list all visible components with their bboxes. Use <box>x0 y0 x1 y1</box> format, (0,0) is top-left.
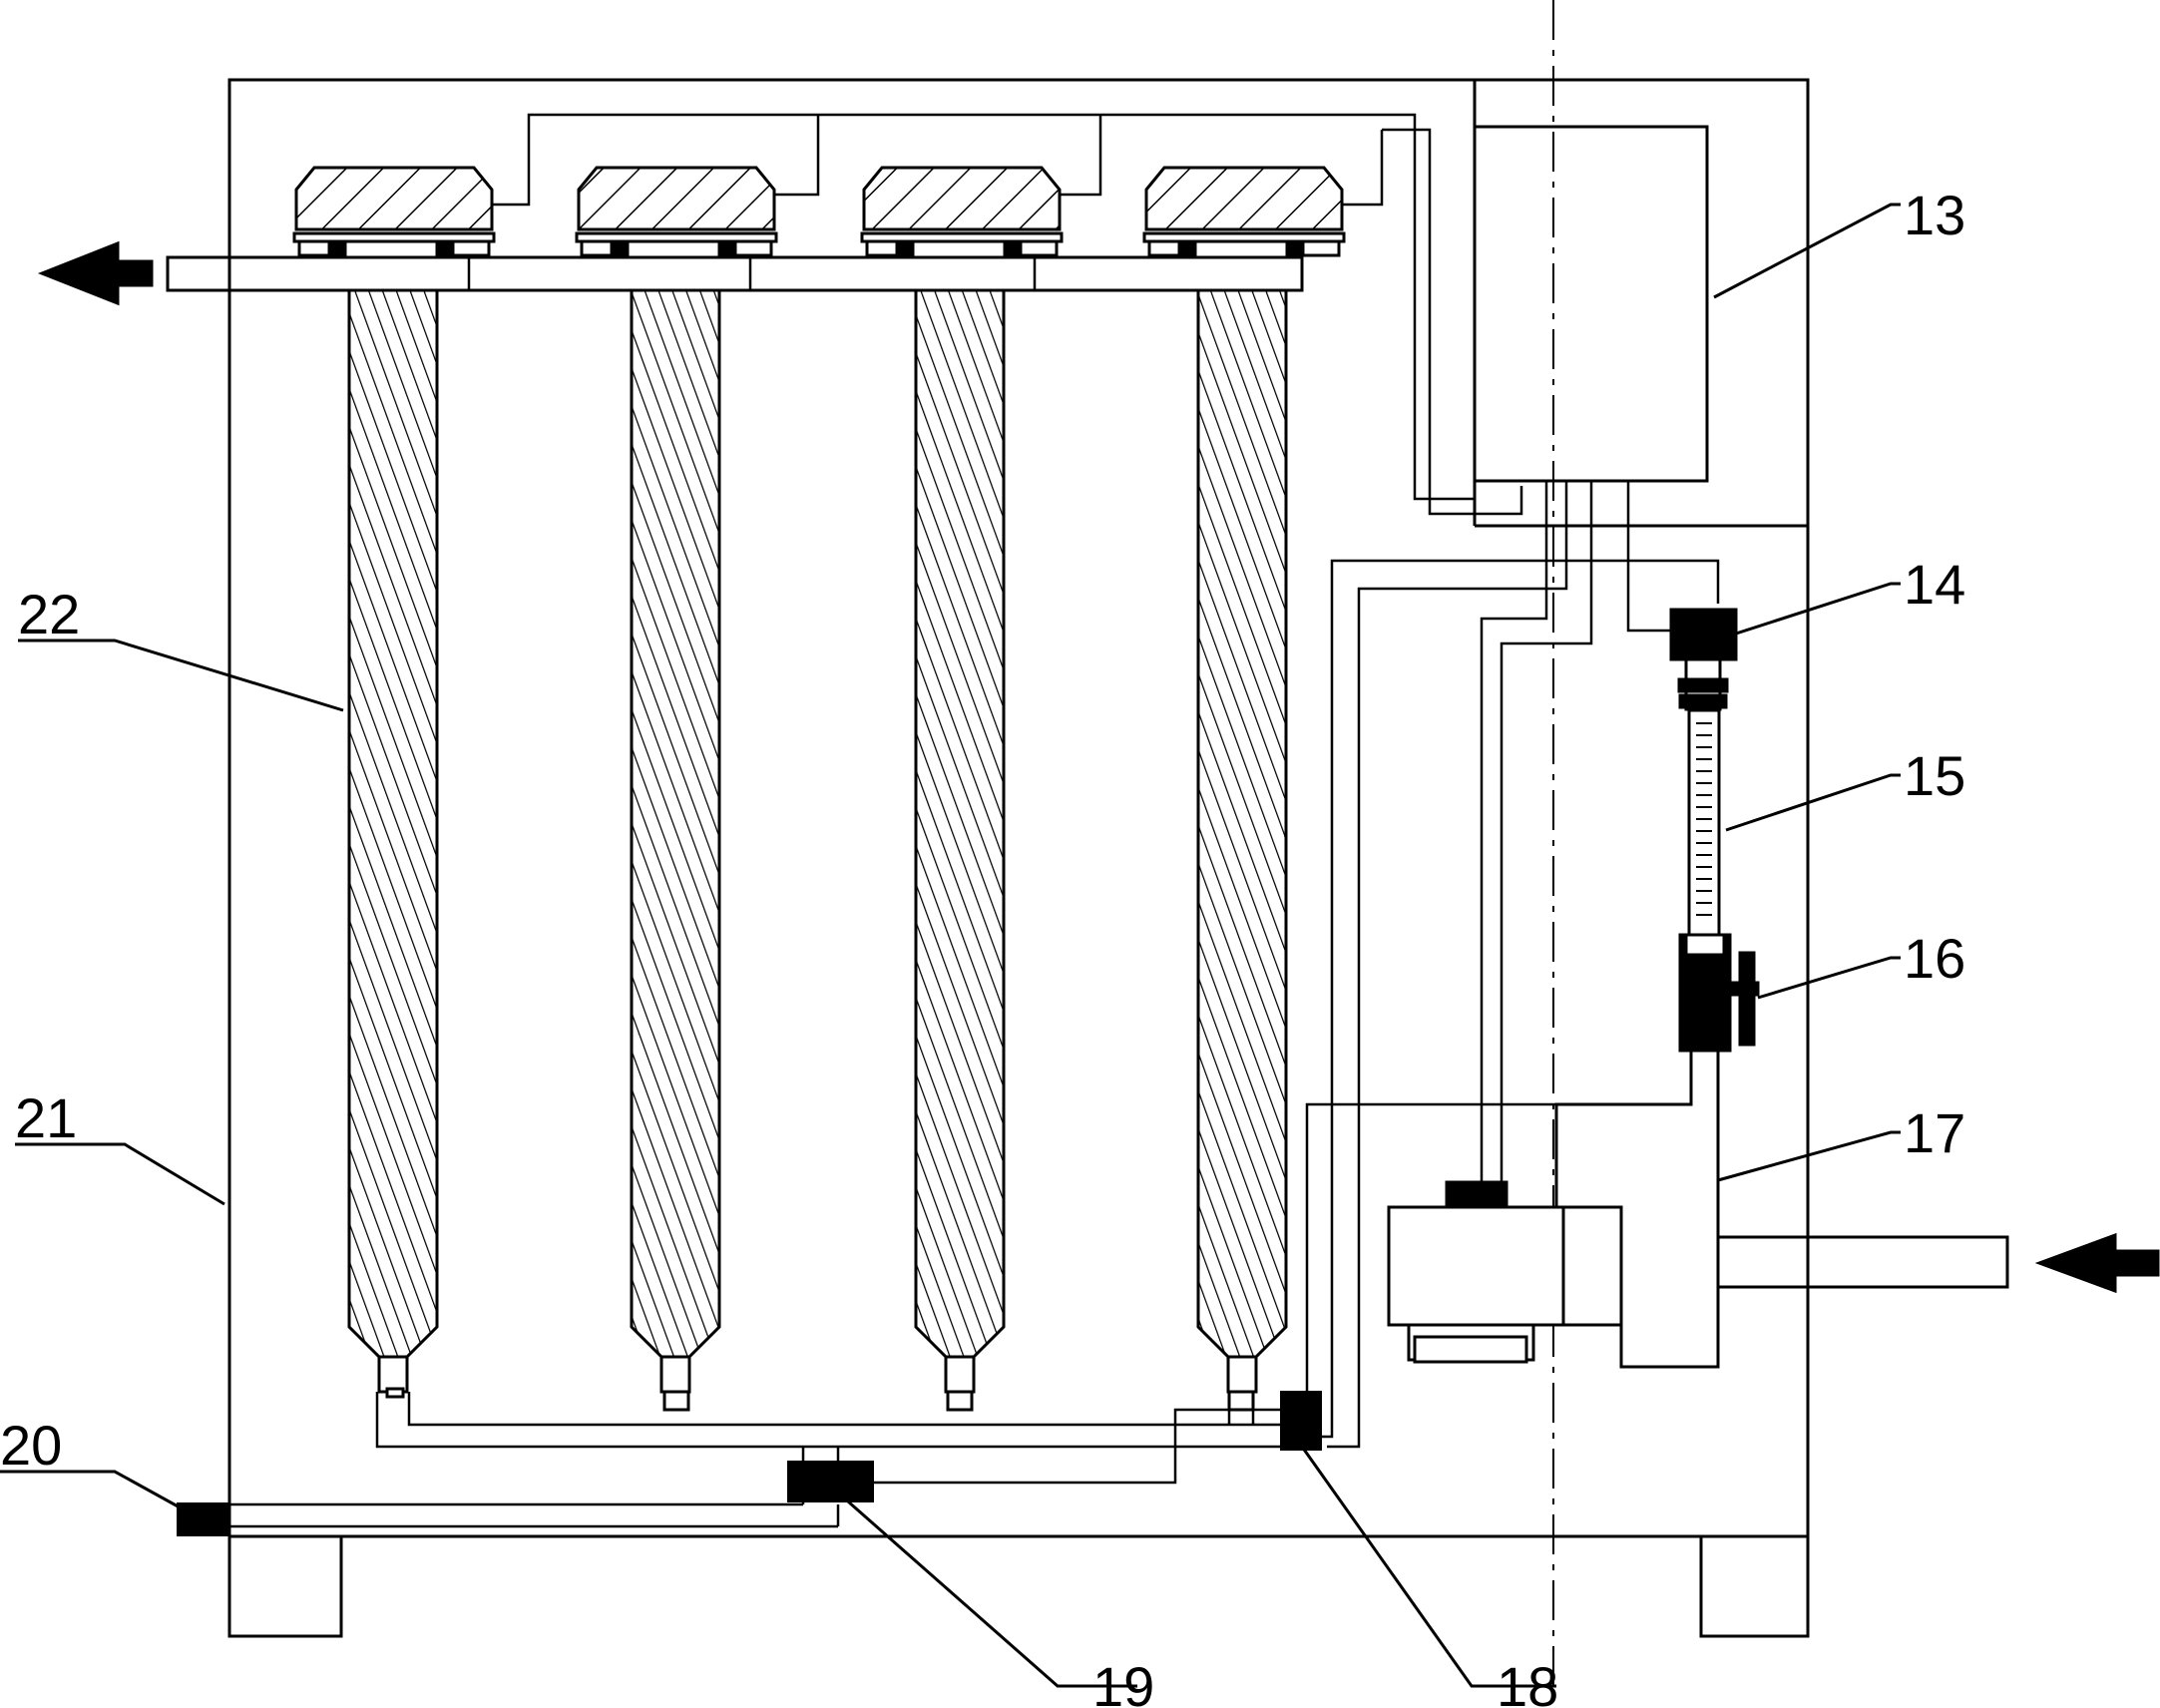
label-18: 18 <box>1497 1655 1558 1708</box>
valves <box>177 1391 1322 1536</box>
flow-meter-15 <box>1687 708 1721 937</box>
label-17: 17 <box>1904 1101 1965 1164</box>
leader-lines <box>0 203 1901 1688</box>
label-16: 16 <box>1904 927 1965 990</box>
part-labels: 13 14 15 16 17 18 19 20 21 22 <box>0 184 1965 1708</box>
label-15: 15 <box>1904 744 1965 807</box>
label-19: 19 <box>1092 1655 1154 1708</box>
head-wiring <box>489 113 1523 516</box>
label-13: 13 <box>1904 184 1965 246</box>
filter-head-1 <box>292 166 496 257</box>
filter-head-4 <box>1142 166 1346 257</box>
control-box <box>1473 125 1709 483</box>
valve-19 <box>787 1461 874 1502</box>
filter-column-2 <box>630 288 721 1412</box>
filter-head-2 <box>575 166 778 257</box>
label-20: 20 <box>0 1414 62 1477</box>
valve-18 <box>1280 1391 1322 1451</box>
bottom-piping <box>217 1392 1304 1528</box>
inlet-arrow <box>2034 1232 2160 1294</box>
filter-heads <box>292 166 1346 257</box>
filter-columns <box>347 288 1288 1412</box>
filter-column-1 <box>347 288 439 1399</box>
label-22: 22 <box>18 583 80 645</box>
label-21: 21 <box>15 1086 77 1149</box>
filter-head-3 <box>860 166 1064 257</box>
cabinet-frame <box>227 78 1810 1638</box>
filter-column-4 <box>1196 288 1288 1412</box>
valve-20 <box>177 1502 228 1536</box>
label-14: 14 <box>1904 553 1965 616</box>
pump-17 <box>1387 1049 1720 1369</box>
inlet-pipe <box>1716 1235 2009 1289</box>
outlet-manifold <box>166 255 1304 292</box>
outlet-arrow <box>37 240 154 306</box>
filter-column-3 <box>914 288 1006 1412</box>
valve-14 <box>1669 608 1738 661</box>
